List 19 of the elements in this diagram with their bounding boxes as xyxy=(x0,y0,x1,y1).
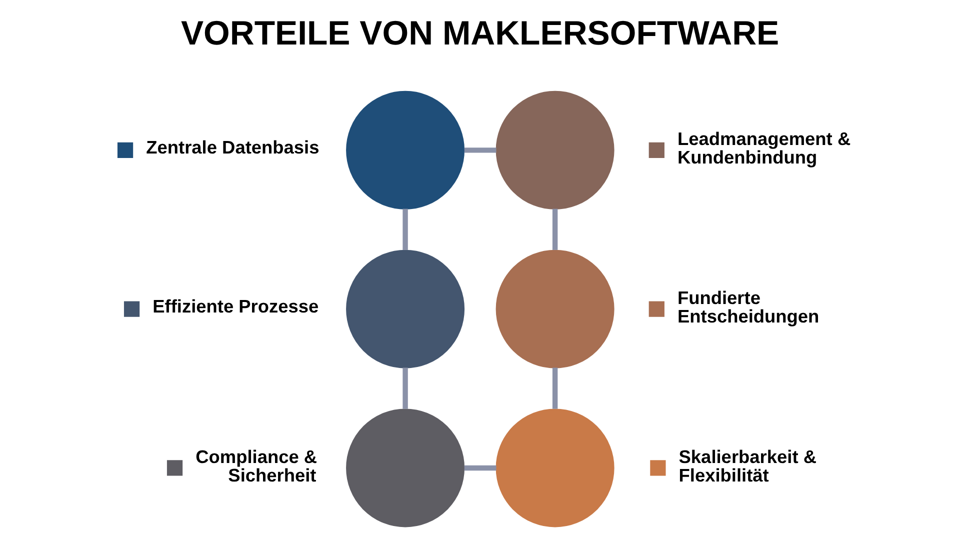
legend-label: Zentrale Datenbasis xyxy=(146,136,319,158)
node-circle xyxy=(346,250,464,368)
connector xyxy=(552,368,558,409)
node-circle xyxy=(346,408,464,528)
node-circle xyxy=(495,408,614,528)
legend-label: Effiziente Prozesse xyxy=(152,296,318,317)
legend-label: Leadmanagement & Kundenbindung xyxy=(676,128,850,168)
legend-label: Fundierte Entscheidungen xyxy=(676,287,819,326)
legend-label: Compliance & Sicherheit xyxy=(195,446,317,486)
connector xyxy=(552,208,558,250)
connector xyxy=(402,208,408,250)
diagram-title: VORTEILE VON MAKLERSOFTWARE xyxy=(180,14,779,52)
node-circle xyxy=(495,250,614,368)
node-circle xyxy=(495,90,614,210)
connector xyxy=(402,368,408,409)
node-circle xyxy=(346,90,464,210)
connector xyxy=(464,465,496,471)
connector xyxy=(464,148,496,153)
legend-label: Skalierbarkeit & Flexibilität xyxy=(678,446,816,486)
